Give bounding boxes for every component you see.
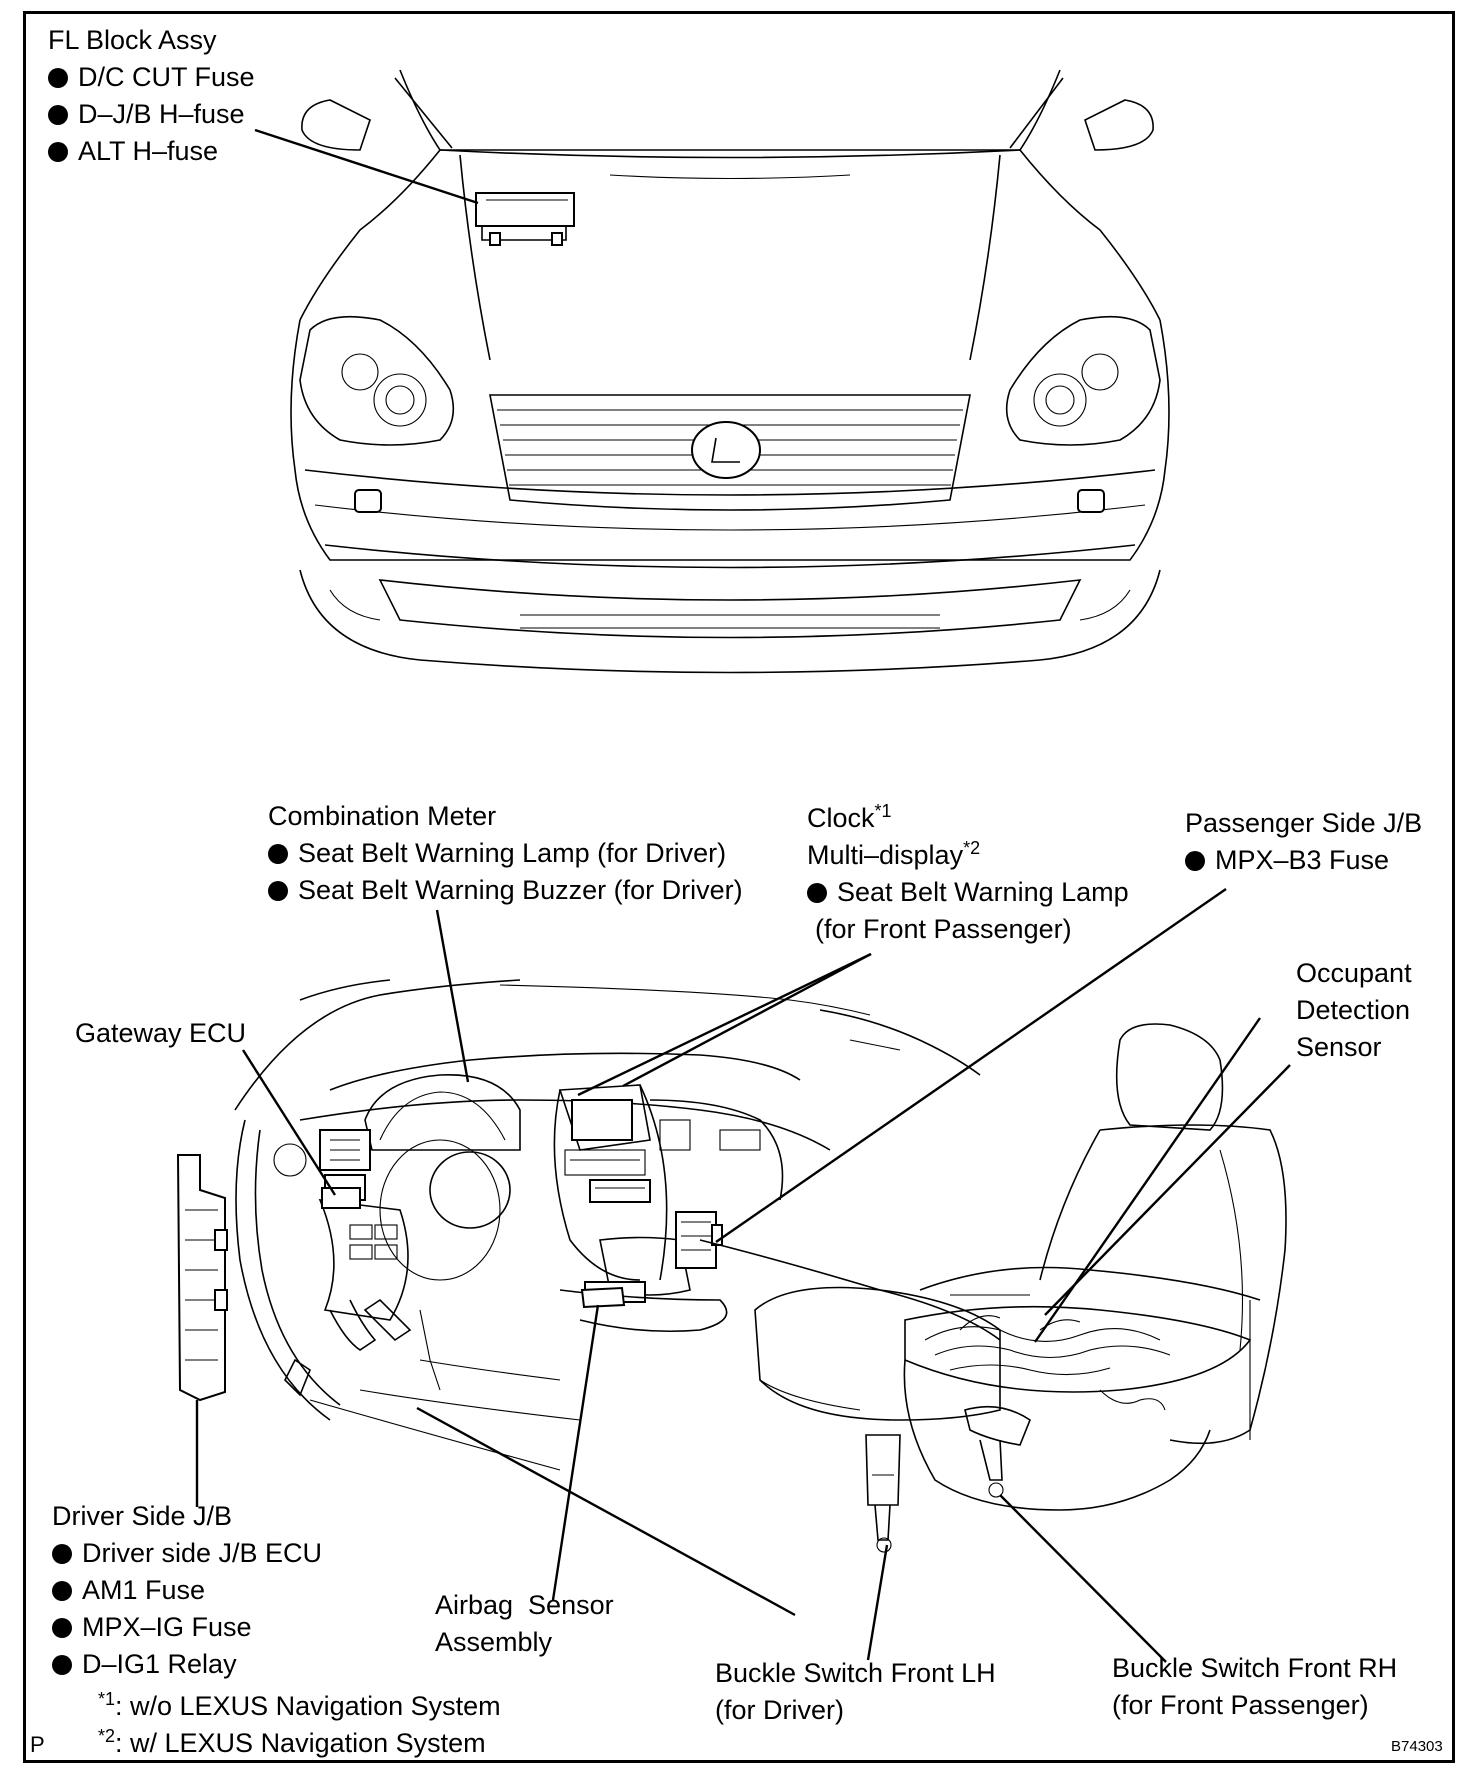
bullet-icon [52,1544,72,1564]
combination-meter-label: Combination Meter Seat Belt Warning Lamp… [268,798,743,909]
clock-label: Clock*1 Multi–display*2 Seat Belt Warnin… [807,800,1129,948]
occupant-sensor-line: Occupant [1296,958,1412,988]
seat-belt-lamp-passenger-cont: (for Front Passenger) [815,914,1072,944]
buckle-lh-line: Buckle Switch Front LH [715,1658,996,1688]
footnote-1: *1: w/o LEXUS Navigation System [98,1688,501,1725]
seat-belt-lamp-driver-label: Seat Belt Warning Lamp (for Driver) [298,838,727,868]
passenger-jb-title: Passenger Side J/B [1185,808,1423,838]
fl-block-title: FL Block Assy [48,25,217,55]
bullet-icon [268,844,288,864]
bullet-icon [52,1581,72,1601]
airbag-sensor-line: Airbag Sensor [435,1590,614,1620]
bullet-icon [48,68,68,88]
am1-fuse-label: AM1 Fuse [82,1575,206,1605]
mpx-b3-fuse-label: MPX–B3 Fuse [1215,845,1390,875]
footnote-text: : w/ LEXUS Navigation System [115,1728,486,1758]
diagram-frame [23,11,1455,1763]
djb-hfuse-label: D–J/B H–fuse [78,99,245,129]
bullet-icon [48,142,68,162]
footnote-mark: *2 [98,1726,116,1746]
footnote-2: *2: w/ LEXUS Navigation System [98,1725,501,1762]
buckle-rh-line: Buckle Switch Front RH [1112,1653,1398,1683]
leader-lines [195,128,1291,1663]
bullet-icon [268,881,288,901]
bullet-icon [1185,851,1205,871]
footnote-mark: *1 [98,1689,116,1709]
occupant-sensor-label: Occupant Detection Sensor [1296,955,1412,1066]
mpx-ig-fuse-label: MPX–IG Fuse [82,1612,252,1642]
footnotes: *1: w/o LEXUS Navigation System *2: w/ L… [98,1688,501,1762]
occupant-sensor-line: Sensor [1296,1032,1382,1062]
bullet-icon [48,105,68,125]
fl-block-label: FL Block Assy D/C CUT Fuse D–J/B H–fuse … [48,22,255,170]
d-ig1-relay-label: D–IG1 Relay [82,1649,237,1679]
gateway-ecu-title: Gateway ECU [75,1018,247,1048]
airbag-sensor-line: Assembly [435,1627,553,1657]
alt-hfuse-label: ALT H–fuse [78,136,219,166]
figure-code: B74303 [1391,1738,1443,1755]
bullet-icon [807,883,827,903]
corner-mark-p: P [30,1732,45,1757]
dc-cut-fuse-label: D/C CUT Fuse [78,62,255,92]
driver-jb-label: Driver Side J/B Driver side J/B ECU AM1 … [52,1498,322,1683]
seat-belt-lamp-passenger-label: Seat Belt Warning Lamp [837,877,1129,907]
bullet-icon [52,1655,72,1675]
clock-footnote-mark: *1 [874,801,892,821]
occupant-sensor-line: Detection [1296,995,1411,1025]
multi-display-title: Multi–display [807,840,964,870]
combination-meter-title: Combination Meter [268,801,497,831]
driver-jb-ecu-label: Driver side J/B ECU [82,1538,323,1568]
seat-belt-buzzer-driver-label: Seat Belt Warning Buzzer (for Driver) [298,875,743,905]
car-front-view [290,69,1170,674]
buckle-lh-line: (for Driver) [715,1695,844,1725]
bullet-icon [52,1618,72,1638]
multi-display-footnote-mark: *2 [963,838,981,858]
interior-view [176,979,1287,1553]
footnote-text: : w/o LEXUS Navigation System [115,1691,501,1721]
airbag-sensor-label: Airbag Sensor Assembly [435,1587,614,1661]
clock-title: Clock [807,803,875,833]
gateway-ecu-label: Gateway ECU [75,1015,246,1052]
buckle-rh-label: Buckle Switch Front RH (for Front Passen… [1112,1650,1397,1724]
buckle-rh-line: (for Front Passenger) [1112,1690,1369,1720]
driver-jb-title: Driver Side J/B [52,1501,233,1531]
buckle-lh-label: Buckle Switch Front LH (for Driver) [715,1655,996,1729]
passenger-jb-label: Passenger Side J/B MPX–B3 Fuse [1185,805,1422,879]
